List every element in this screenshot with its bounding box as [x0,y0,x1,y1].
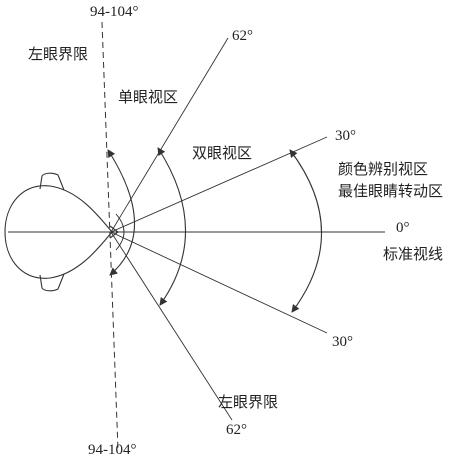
ear-top [39,172,65,191]
ear-bottom [39,273,65,292]
left-limit-bottom-label: 左眼界限 [218,393,278,411]
binocular-label: 双眼视区 [192,144,252,162]
color-zone-label-1: 颜色辨别视区 [338,160,428,178]
eye-arc [115,213,125,251]
angle-62-top-label: 62° [232,28,253,44]
top-angle-label: 94-104° [90,4,139,20]
head-outline [4,185,113,279]
color-zone-arc [289,149,323,313]
angle-62-bottom-label: 62° [226,422,247,438]
angle-30-top-label: 30° [335,128,356,144]
line-30-lower [110,231,328,334]
standard-line-label: 标准视线 [383,245,443,263]
line-62-lower [110,231,233,421]
monocular-arc [107,149,135,276]
binocular-arc [157,147,187,306]
line-62-upper [110,37,229,233]
angle-30-bottom-label: 30° [332,334,353,350]
left-eye-limit-line [101,21,119,451]
left-limit-top-label: 左眼界限 [28,45,88,63]
bottom-angle-label: 94-104° [88,442,137,458]
angle-0-label: 0° [396,220,410,236]
color-zone-label-2: 最佳眼睛转动区 [338,182,443,200]
monocular-label: 单眼视区 [118,88,178,106]
